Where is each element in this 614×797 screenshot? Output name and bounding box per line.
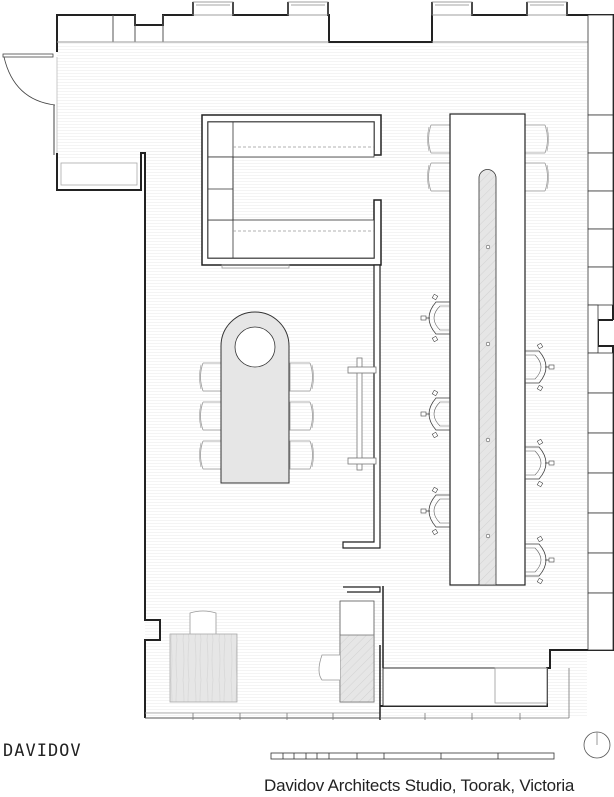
- banquette: [201, 114, 382, 269]
- meeting-table: [199, 311, 314, 484]
- partition-wall: [342, 264, 381, 549]
- entry-door: [2, 53, 58, 155]
- desk-right: [318, 586, 381, 703]
- windows-bottom: [192, 713, 521, 720]
- north-arrow-icon: [583, 731, 611, 759]
- scale-bar: [270, 752, 555, 760]
- desk-left: [169, 610, 238, 703]
- bottom-joinery: [379, 586, 570, 720]
- drawing-caption: Davidov Architects Studio, Toorak, Victo…: [264, 776, 575, 795]
- wall-console: [347, 357, 377, 471]
- workbench: [420, 113, 555, 586]
- windows-top: [192, 1, 568, 16]
- brand-logo: DAVIDOV: [3, 741, 82, 761]
- right-wall-shelving: [587, 14, 614, 651]
- entry-bench: [60, 162, 138, 186]
